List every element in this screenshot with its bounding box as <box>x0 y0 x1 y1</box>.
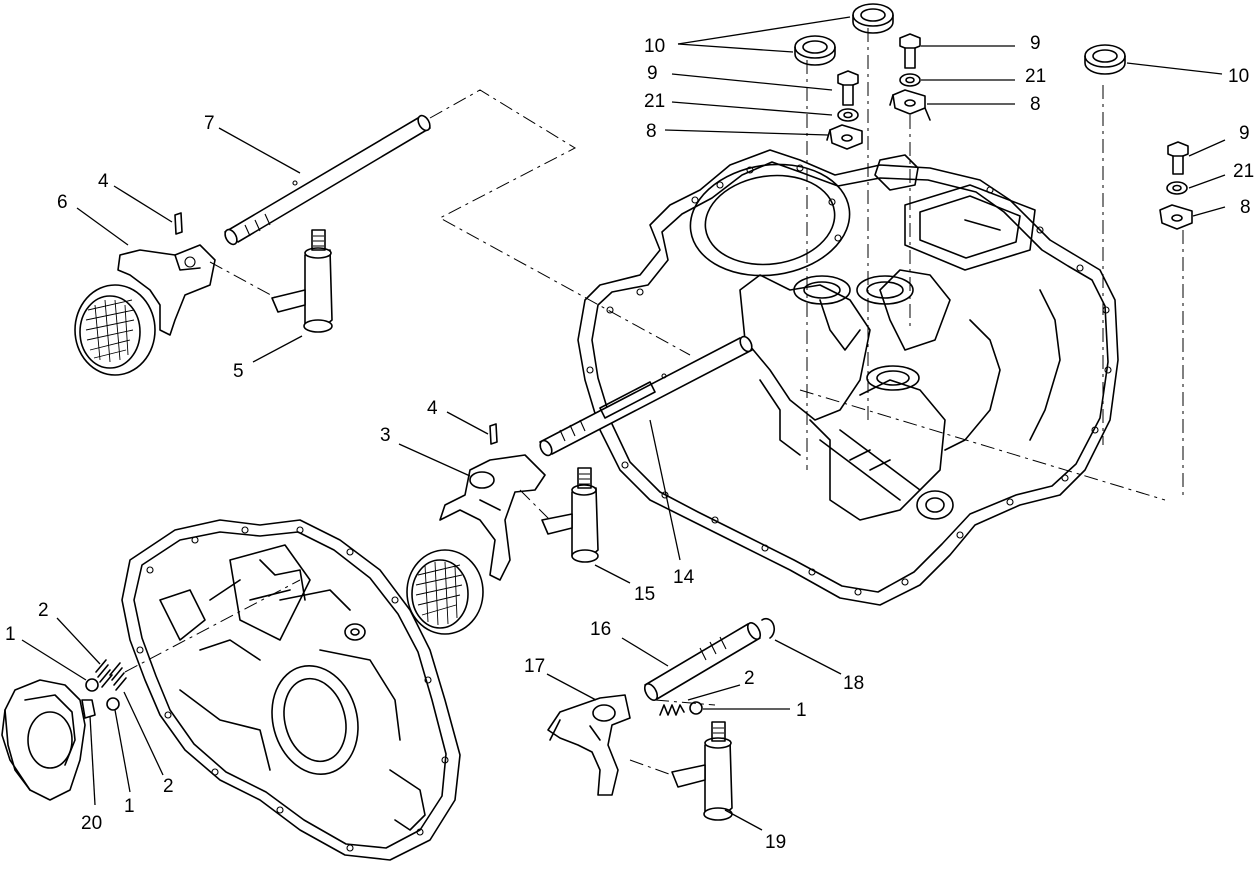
circlip-18 <box>761 617 775 639</box>
callout-17: 17 <box>524 656 545 677</box>
transmission-housing <box>577 149 1119 606</box>
washer-21-middle <box>837 108 859 122</box>
shift-lever-15 <box>541 467 599 563</box>
callout-14: 14 <box>673 567 695 588</box>
shift-fork-6 <box>74 244 216 376</box>
shift-rail-14 <box>539 335 753 457</box>
lock-plate-8-middle <box>826 124 863 150</box>
callout-8-right: 8 <box>1240 197 1251 218</box>
callout-10-right: 10 <box>1228 66 1249 87</box>
callout-labels: 10 9 21 8 9 21 8 10 9 21 8 7 4 6 5 4 3 1… <box>5 33 1254 853</box>
callout-9-middle: 9 <box>647 63 658 84</box>
callout-16: 16 <box>590 619 611 640</box>
shift-lever-5 <box>271 229 333 333</box>
shift-rail-16 <box>643 622 762 701</box>
leader-lines <box>21 16 1226 831</box>
detent-spring-ball-right <box>659 701 703 716</box>
washer-21-right <box>1166 181 1188 195</box>
shift-rail-7 <box>224 114 431 246</box>
shift-fork-17 <box>547 694 631 796</box>
alignment-lines <box>124 28 1184 779</box>
callout-3: 3 <box>380 425 391 446</box>
callout-21-middle: 21 <box>644 91 665 112</box>
callout-4-upper: 4 <box>98 171 109 192</box>
callout-19: 19 <box>765 832 786 853</box>
washer-21-top <box>899 73 921 87</box>
lock-plate-8-top <box>889 89 931 121</box>
lock-plate-8-right <box>1159 204 1193 230</box>
callout-21-right: 21 <box>1233 161 1254 182</box>
callout-1-left-top: 1 <box>5 624 16 645</box>
callout-1-left-bottom: 1 <box>124 796 135 817</box>
callout-20: 20 <box>81 813 102 834</box>
shift-fork-3 <box>406 454 546 635</box>
roll-pin-4-upper <box>174 212 183 235</box>
shift-lever-19 <box>671 721 733 821</box>
oil-seal-10-right <box>1084 44 1126 75</box>
callout-6: 6 <box>57 192 68 213</box>
callout-7: 7 <box>204 113 215 134</box>
callout-2-right: 2 <box>744 668 755 689</box>
detent-springs-balls-left <box>81 659 127 719</box>
oil-seal-10-top <box>852 3 894 34</box>
callout-4-lower: 4 <box>427 398 438 419</box>
callout-18: 18 <box>843 673 864 694</box>
bolt-9-top <box>899 33 921 69</box>
callout-2-left-top: 2 <box>38 600 49 621</box>
callout-2-left-bottom: 2 <box>163 776 174 797</box>
callout-9-top: 9 <box>1030 33 1041 54</box>
callout-9-right: 9 <box>1239 123 1250 144</box>
callout-10-top: 10 <box>644 36 665 57</box>
callout-5: 5 <box>233 361 244 382</box>
end-cap <box>1 679 86 801</box>
callout-8-middle: 8 <box>646 121 657 142</box>
callout-15: 15 <box>634 584 655 605</box>
front-cover-housing <box>121 519 461 861</box>
callout-1-right: 1 <box>796 700 807 721</box>
callout-8-top: 8 <box>1030 94 1041 115</box>
roll-pin-4-lower <box>489 423 498 445</box>
cover-flange-holes <box>136 526 449 852</box>
oil-seal-10-second <box>794 35 836 66</box>
bolt-9-middle <box>837 70 859 106</box>
bolt-9-right <box>1167 141 1189 175</box>
callout-21-top: 21 <box>1025 66 1046 87</box>
